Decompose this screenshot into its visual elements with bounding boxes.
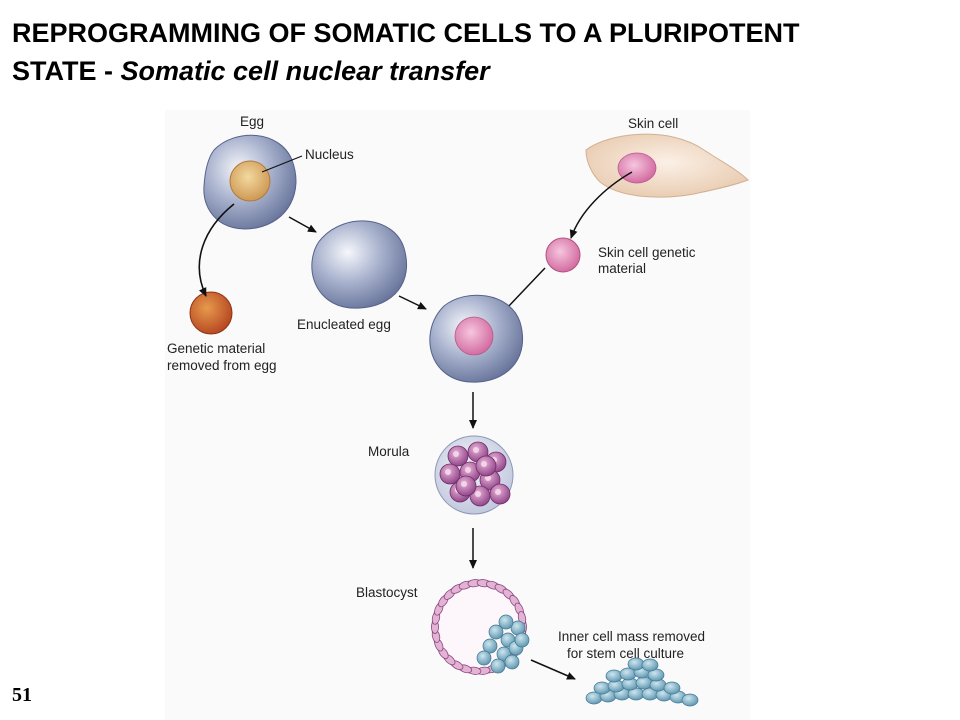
morula-cell-nucleus [461, 481, 467, 487]
skin-cell-nucleus [617, 152, 657, 184]
inner-cell-mass [476, 614, 530, 674]
inner-mass-cell [514, 632, 530, 648]
label-inner-mass-1: Inner cell mass removed [558, 629, 705, 644]
morula-cell-nucleus [445, 469, 451, 475]
morula-cell-nucleus [475, 491, 481, 497]
nucleus-pointer [261, 155, 303, 173]
label-skin-genetic-1: Skin cell genetic [598, 245, 696, 260]
skin-genetic-material [545, 237, 581, 273]
slide-title: REPROGRAMMING OF SOMATIC CELLS TO A PLUR… [12, 14, 952, 90]
label-genetic-removed-1: Genetic material [167, 341, 265, 356]
title-subtitle: Somatic cell nuclear transfer [120, 56, 490, 86]
title-line-2: STATE - Somatic cell nuclear transfer [12, 52, 952, 90]
culture-cell [641, 658, 659, 672]
label-morula: Morula [368, 444, 410, 459]
label-skin-genetic-2: material [598, 261, 646, 276]
removed-genetic-material [189, 291, 233, 335]
inner-mass-cell [476, 650, 492, 666]
label-enucleated-egg: Enucleated egg [297, 317, 391, 332]
culture-cell [663, 681, 681, 695]
morula-cell-nucleus [485, 475, 491, 481]
culture-cell [605, 669, 623, 683]
transferred-nucleus [454, 316, 494, 356]
inner-mass-cell [498, 614, 514, 630]
inner-mass-cell [488, 624, 504, 640]
stem-cell-culture [585, 657, 699, 707]
morula-cell-nucleus [465, 467, 471, 473]
label-inner-mass-2: for stem cell culture [567, 646, 684, 661]
culture-cell [627, 657, 645, 671]
page-number: 51 [12, 684, 32, 706]
label-nucleus: Nucleus [305, 147, 354, 162]
morula-cell-nucleus [481, 461, 487, 467]
removal-arrow [198, 203, 235, 297]
label-genetic-removed-2: removed from egg [167, 358, 277, 373]
label-egg: Egg [240, 114, 264, 129]
blastocyst-to-culture-arrow [530, 659, 576, 680]
inner-mass-cell [490, 658, 506, 674]
egg-nucleus [229, 160, 271, 202]
morula-cell-nucleus [473, 447, 479, 453]
egg-to-enucleated-arrow [288, 216, 317, 233]
label-blastocyst: Blastocyst [356, 585, 418, 600]
morula-cell-nucleus [495, 489, 501, 495]
culture-cell [681, 693, 699, 707]
enucleated-egg [311, 220, 408, 309]
title-line-1: REPROGRAMMING OF SOMATIC CELLS TO A PLUR… [12, 18, 800, 48]
label-skin-cell: Skin cell [628, 116, 678, 131]
morula-cells [439, 441, 511, 507]
skin-extraction-arrow [569, 171, 633, 239]
enucleated-to-fused-arrow [398, 295, 427, 310]
inner-mass-cell [504, 654, 520, 670]
title-line-2-main: STATE - [12, 56, 121, 86]
reconstructed-egg [429, 294, 524, 383]
culture-cell [593, 681, 611, 695]
blastocyst [431, 579, 530, 675]
inner-mass-cell [482, 638, 498, 654]
egg-cell [203, 134, 297, 230]
morula [434, 435, 514, 515]
morula-cell-nucleus [453, 451, 459, 457]
